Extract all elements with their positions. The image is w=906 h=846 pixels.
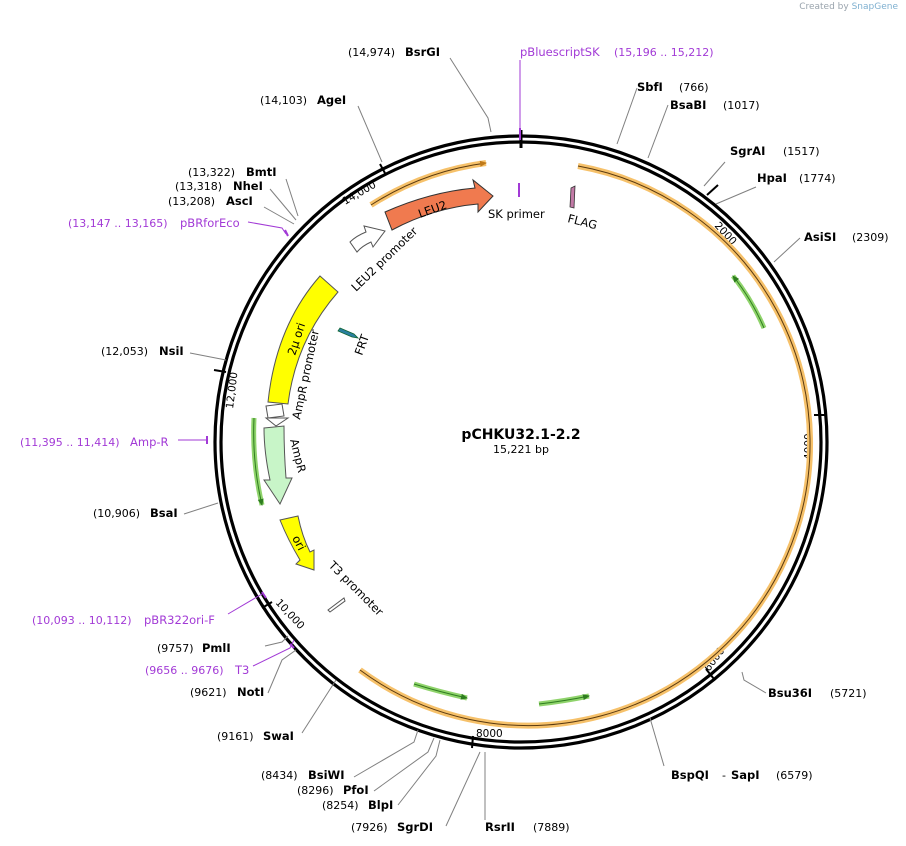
site-pos-sgrdi: (7926): [351, 821, 388, 834]
site-pos-agei: (14,103): [260, 94, 307, 107]
two-mu-ori-feature: 2μ ori: [267, 275, 339, 405]
primer-name-pbrforeco: pBRforEco: [180, 216, 240, 230]
site-name-blpi: BlpI: [368, 798, 393, 812]
primer-name-pbluescriptsk: pBluescriptSK: [520, 45, 600, 59]
site-name-nsii: NsiI: [159, 344, 184, 358]
site-name-bsiwi: BsiWI: [308, 768, 345, 782]
credit-prefix: Created by: [799, 2, 849, 12]
site-name-nhei: NheI: [233, 179, 263, 193]
site-pos-swai: (9161): [217, 730, 254, 743]
site-name-sapi: SapI: [731, 768, 760, 782]
ampr-feature: AmpR: [263, 425, 309, 506]
site-pos-noti: (9621): [190, 686, 227, 699]
primer-labels: pBluescriptSK (15,196 .. 15,212) (13,147…: [20, 45, 714, 677]
site-name-pmli: PmlI: [202, 641, 231, 655]
site-name-bsabi: BsaBI: [670, 98, 706, 112]
site-pos-bsai: (10,906): [93, 507, 140, 520]
ampr-label: AmpR: [287, 437, 309, 474]
t3-promoter-label: T3 promoter: [325, 558, 386, 619]
frt-label: FRT: [352, 332, 373, 357]
primer-pos-t3: (9656 .. 9676): [145, 664, 224, 677]
site-pos-pfoi: (8296): [297, 784, 334, 797]
plasmid-size: 15,221 bp: [493, 443, 549, 456]
site-pos-asisi: (2309): [852, 231, 889, 244]
site-leader-lines: [183, 57, 801, 827]
site-pos-sbfi: (766): [679, 81, 709, 94]
site-name-rsrii: RsrII: [485, 820, 515, 834]
site-name-bsrgi: BsrGI: [405, 45, 440, 59]
leu2-promoter-feature: LEU2 promoter: [348, 224, 420, 294]
site-pos-asci: (13,208): [168, 195, 215, 208]
primer-leader-lines: [178, 60, 521, 667]
site-name-sgrai: SgrAI: [730, 144, 765, 158]
snapgene-logo: SnapGene: [851, 2, 898, 12]
leu2-promoter-label: LEU2 promoter: [348, 224, 420, 294]
site-pos-rsrii: (7889): [533, 821, 570, 834]
site-name-hpai: HpaI: [757, 171, 787, 185]
site-name-bspqi: BspQI: [671, 768, 709, 782]
site-name-sbfi: SbfI: [637, 80, 663, 94]
site-name-pfoi: PfoI: [343, 783, 369, 797]
site-pos-sgrai: (1517): [783, 145, 820, 158]
t3-promoter-feature: T3 promoter: [325, 558, 386, 619]
site-pos-bmti: (13,322): [188, 166, 235, 179]
site-pos-bsrgi: (14,974): [348, 46, 395, 59]
site-pos-nsii: (12,053): [101, 345, 148, 358]
orange-feature-band: [358, 160, 814, 729]
primer-name-t3: T3: [234, 663, 249, 677]
site-name-asci: AscI: [226, 194, 253, 208]
primer-name-pbr322ori-f: pBR322ori-F: [144, 613, 215, 627]
primer-pos-pbrforeco: (13,147 .. 13,165): [68, 217, 168, 230]
snapgene-credit: Created by SnapGene: [799, 2, 898, 12]
site-pos-bsu36i: (5721): [830, 687, 867, 700]
flag-feature: FLAG: [566, 185, 599, 232]
site-pos-nhei: (13,318): [175, 180, 222, 193]
green-feature-arrows: [251, 274, 767, 707]
primer-pos-amp-r: (11,395 .. 11,414): [20, 436, 120, 449]
site-pos-bspqi-sapi: (6579): [776, 769, 813, 782]
tick-label-12000: 12,000: [224, 371, 240, 409]
primer-pos-pbluescriptsk: (15,196 .. 15,212): [614, 46, 714, 59]
site-pos-bsiwi: (8434): [261, 769, 298, 782]
ori-feature: ori: [279, 515, 315, 571]
primer-name-amp-r: Amp-R: [130, 435, 169, 449]
site-pos-bsabi: (1017): [723, 99, 760, 112]
primer-marks: [206, 128, 521, 649]
site-sep-bspqi-sapi: -: [722, 769, 726, 782]
site-name-asisi: AsiSI: [804, 230, 836, 244]
tick-label-8000: 8000: [476, 728, 503, 740]
site-name-bsu36i: Bsu36I: [768, 686, 812, 700]
plasmid-name: pCHKU32.1-2.2: [461, 427, 580, 443]
site-name-agei: AgeI: [317, 93, 346, 107]
site-pos-hpai: (1774): [799, 172, 836, 185]
leu2-feature: LEU2: [384, 178, 494, 231]
site-pos-blpi: (8254): [322, 799, 359, 812]
site-labels: (14,974) BsrGI (14,103) AgeI (13,322) Bm…: [93, 45, 889, 834]
site-name-swai: SwaI: [263, 729, 294, 743]
site-name-bsai: BsaI: [150, 506, 178, 520]
site-name-bmti: BmtI: [246, 165, 277, 179]
site-name-noti: NotI: [237, 685, 264, 699]
frt-feature: FRT: [337, 327, 373, 357]
site-name-sgrdi: SgrDI: [397, 820, 433, 834]
primer-pos-pbr322ori-f: (10,093 .. 10,112): [32, 614, 132, 627]
flag-label: FLAG: [566, 211, 598, 232]
tick-marks: [213, 163, 826, 749]
sk-primer-label: SK primer: [488, 207, 545, 221]
site-pos-pmli: (9757): [157, 642, 194, 655]
ori-label: ori: [289, 533, 308, 553]
